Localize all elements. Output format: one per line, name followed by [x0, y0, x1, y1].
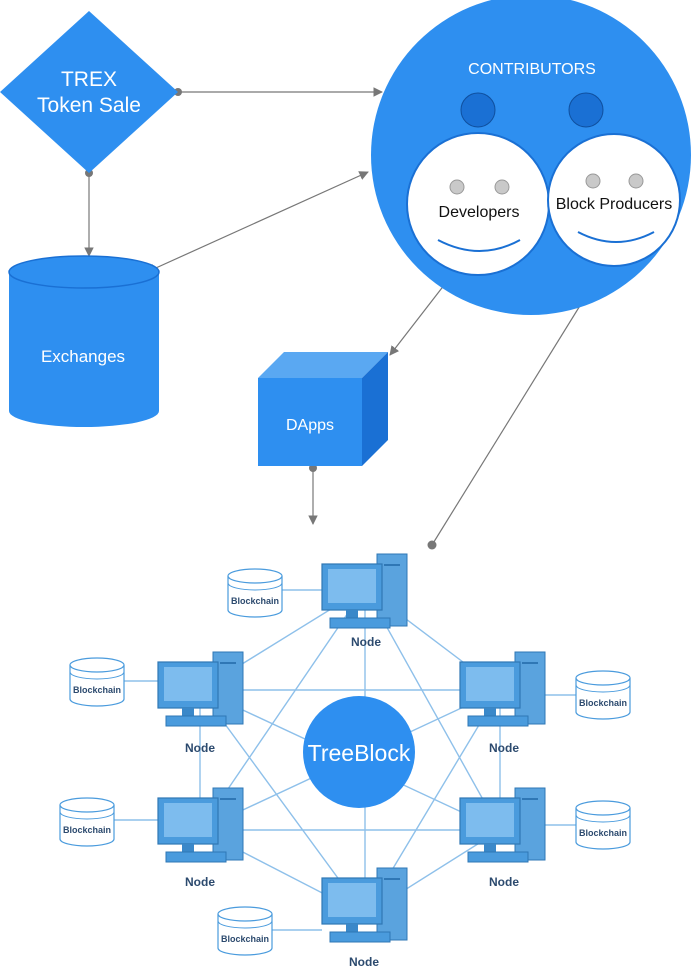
blockchain-label: Blockchain	[63, 825, 111, 835]
block-producers-face: Block Producers	[547, 133, 681, 267]
connector-exchanges-contributors	[146, 171, 369, 273]
token-sale-line2: Token Sale	[37, 94, 141, 117]
treeblock-label: TreeBlock	[308, 740, 411, 766]
developers-label: Developers	[439, 204, 520, 221]
node-label: Node	[351, 635, 381, 649]
node-label: Node	[185, 741, 215, 755]
contributors-group: CONTRIBUTORS Developers Block Producers	[371, 0, 691, 315]
blockchain-label: Blockchain	[579, 698, 627, 708]
smile-icon	[577, 231, 655, 243]
connector-dot	[427, 540, 437, 550]
dapps-label: DApps	[286, 417, 334, 434]
contributors-title: CONTRIBUTORS	[468, 61, 596, 78]
blockchain-label: Blockchain	[73, 685, 121, 695]
treeblock-hub: TreeBlock	[303, 696, 415, 808]
block-producers-label: Block Producers	[556, 196, 673, 213]
blockchain-storage-lower-left: Blockchain	[59, 797, 115, 847]
node-lower-left: Node	[157, 787, 244, 889]
contributor-head-left	[460, 92, 496, 128]
token-sale-diamond: TREX Token Sale	[0, 11, 178, 173]
node-label: Node	[349, 955, 379, 969]
token-sale-line1: TREX	[61, 68, 117, 91]
dapps-cube: DApps	[258, 352, 388, 466]
blockchain-storage-upper-right: Blockchain	[575, 670, 631, 720]
node-top: Node	[321, 553, 408, 649]
eye-icon	[628, 173, 644, 189]
contributor-head-right	[568, 92, 604, 128]
node-label: Node	[489, 875, 519, 889]
connectors	[84, 87, 608, 550]
blockchain-storage-upper-left: Blockchain	[69, 657, 125, 707]
connector-producers-network	[431, 261, 608, 546]
blockchain-label: Blockchain	[579, 828, 627, 838]
smile-icon	[437, 239, 521, 252]
blockchain-storage-top: Blockchain	[227, 568, 283, 618]
node-bottom: Node	[321, 867, 408, 969]
exchanges-cylinder: Exchanges	[8, 255, 160, 427]
node-upper-left: Node	[157, 651, 244, 755]
node-label: Node	[185, 875, 215, 889]
blockchain-storage-bottom: Blockchain	[217, 906, 273, 956]
blockchain-storage-lower-right: Blockchain	[575, 800, 631, 850]
eye-icon	[449, 179, 465, 195]
blockchain-label: Blockchain	[231, 596, 279, 606]
node-lower-right: Node	[459, 787, 546, 889]
eye-icon	[585, 173, 601, 189]
eye-icon	[494, 179, 510, 195]
developers-face: Developers	[406, 132, 550, 276]
node-upper-right: Node	[459, 651, 546, 755]
node-label: Node	[489, 741, 519, 755]
exchanges-label: Exchanges	[41, 347, 125, 366]
blockchain-label: Blockchain	[221, 934, 269, 944]
